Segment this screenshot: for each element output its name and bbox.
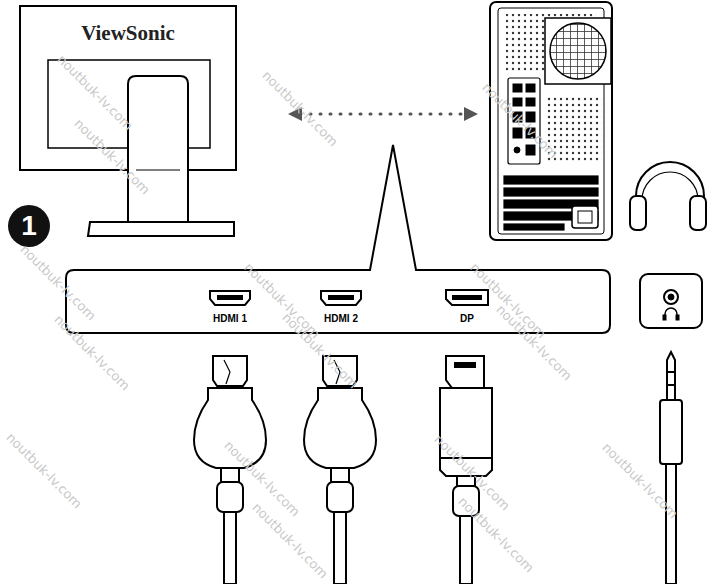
callout-number: 1 — [8, 205, 50, 247]
port-panel-outline — [66, 145, 610, 333]
watermark: noutbuk-lv.com — [3, 429, 85, 511]
monitor-housing: ViewSonic — [20, 6, 236, 60]
watermark: noutbuk-lv.com — [259, 67, 341, 149]
port-label: HDMI 1 — [213, 313, 247, 324]
port-label: DP — [460, 313, 474, 324]
headphones — [630, 162, 706, 230]
monitor-back — [20, 6, 236, 236]
audio-plug — [660, 352, 682, 584]
callout-text: 1 — [21, 212, 37, 240]
brand-label: ViewSonic — [81, 21, 175, 46]
port-label: HDMI 2 — [324, 313, 358, 324]
pc-tower — [490, 2, 612, 240]
audio-jack-box — [640, 274, 702, 328]
